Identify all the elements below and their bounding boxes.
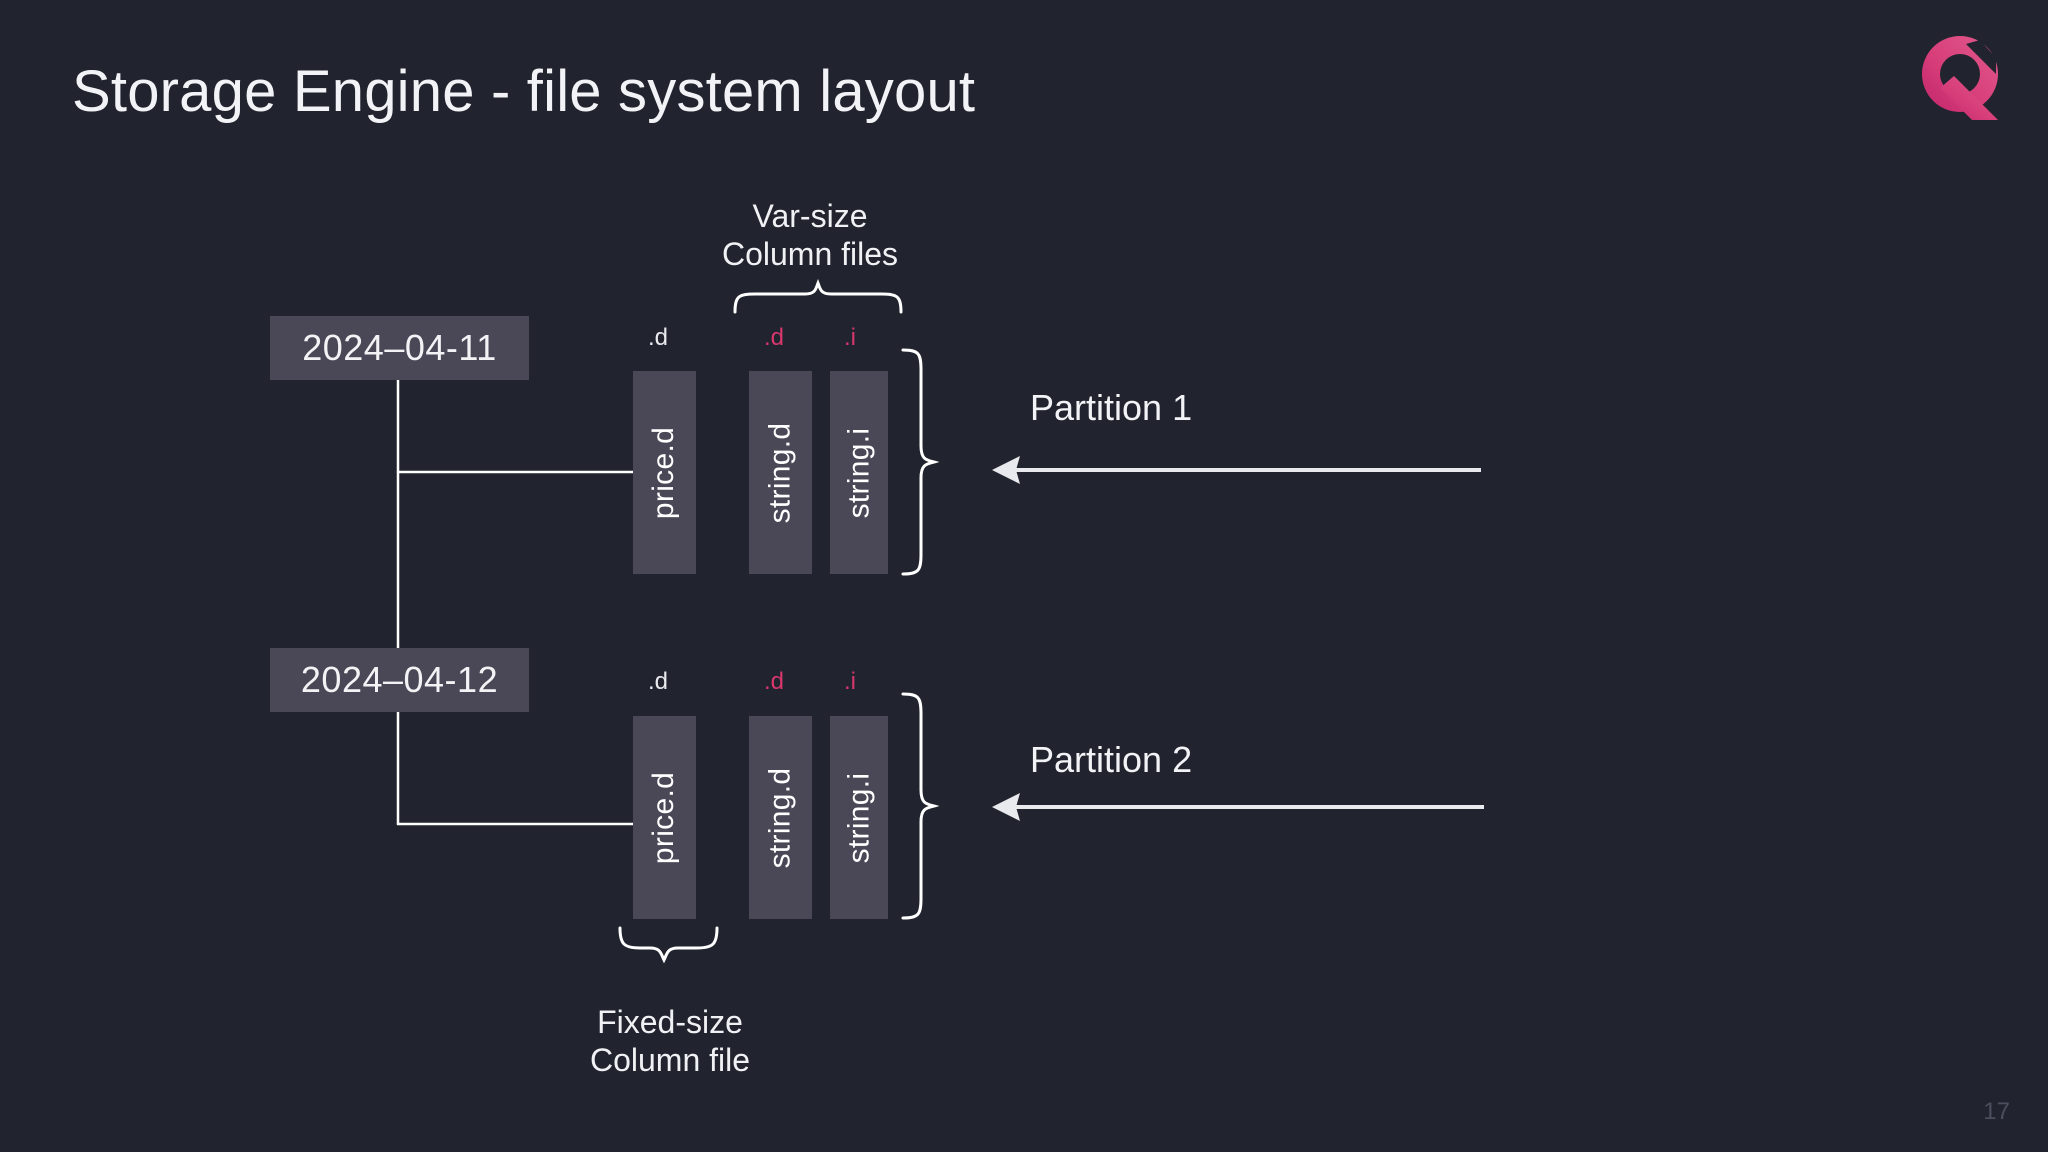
- partition-label-2: Partition 2: [1030, 739, 1193, 780]
- column-file-label: string.i: [842, 427, 876, 518]
- column-file-box[interactable]: string.d: [749, 716, 812, 919]
- column-file-label: string.i: [842, 772, 876, 863]
- var-size-annotation: Var-size Column files: [721, 198, 899, 272]
- file-extension-label: .d: [764, 668, 785, 695]
- file-extension-label: .d: [764, 324, 785, 351]
- fixed-size-annotation: Fixed-size Column file: [589, 1004, 751, 1078]
- column-file-box[interactable]: string.i: [830, 716, 888, 919]
- partition-date-box-1[interactable]: 2024–04-11: [270, 316, 529, 380]
- arrow-partition-2: [992, 793, 1484, 821]
- file-extension-label: .d: [648, 324, 669, 351]
- page-number: 17: [1983, 1098, 2010, 1125]
- column-file-box[interactable]: string.i: [830, 371, 888, 574]
- column-file-box[interactable]: price.d: [633, 716, 696, 919]
- file-extension-label: .i: [844, 668, 856, 695]
- questdb-logo-icon: [1910, 28, 2010, 128]
- page-title: Storage Engine - file system layout: [72, 59, 976, 124]
- column-file-label: price.d: [647, 426, 681, 519]
- column-file-box[interactable]: price.d: [633, 371, 696, 574]
- column-file-label: price.d: [647, 771, 681, 864]
- partition-date-box-2[interactable]: 2024–04-12: [270, 648, 529, 712]
- arrow-partition-1: [992, 456, 1481, 484]
- file-extension-label: .i: [844, 324, 856, 351]
- column-file-label: string.d: [763, 767, 797, 868]
- column-file-box[interactable]: string.d: [749, 371, 812, 574]
- file-extension-label: .d: [648, 668, 669, 695]
- partition-label-1: Partition 1: [1030, 387, 1193, 428]
- column-file-label: string.d: [763, 422, 797, 523]
